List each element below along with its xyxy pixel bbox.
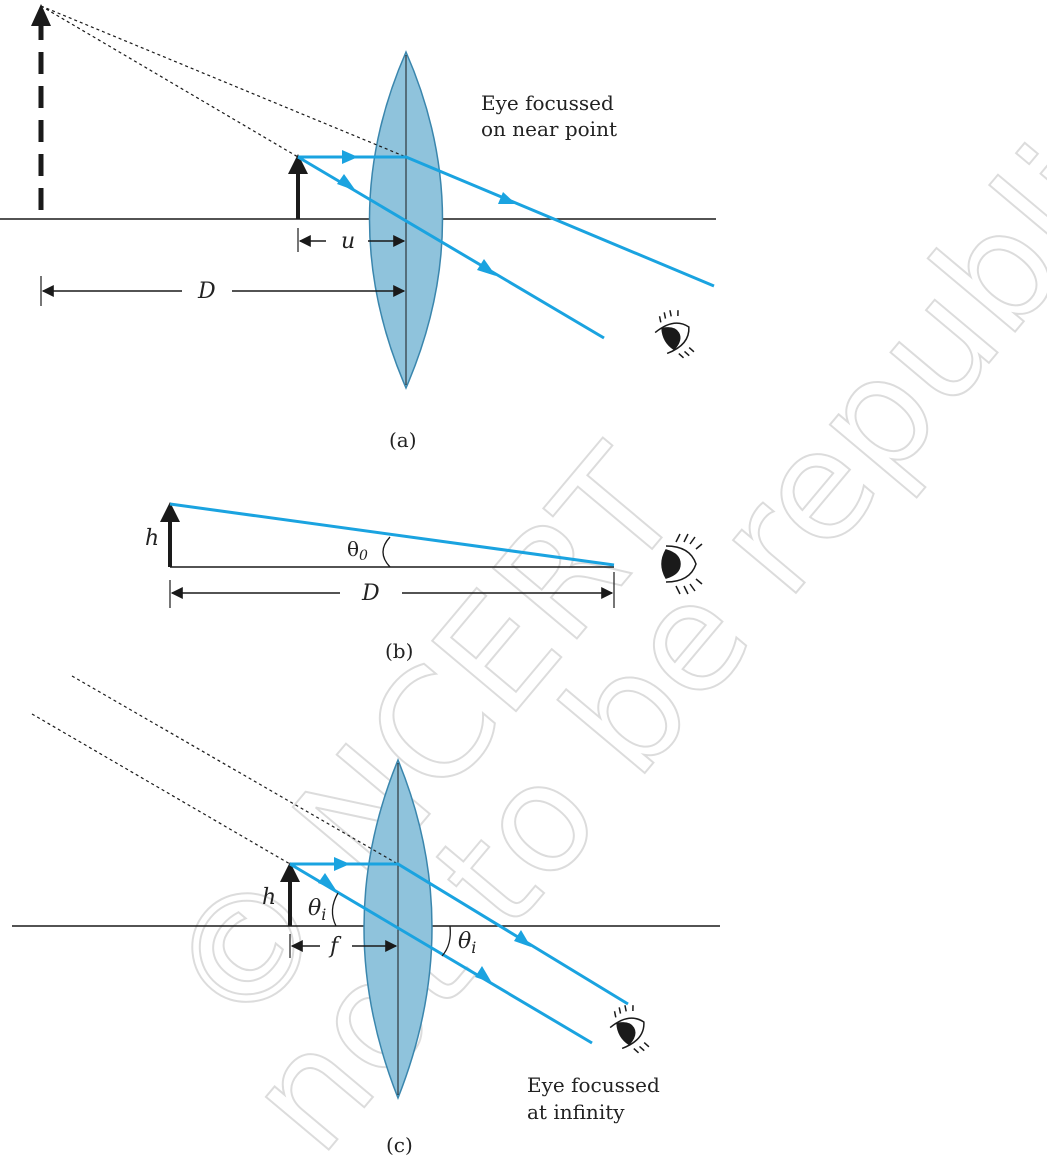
h-label-c: h [262, 885, 276, 910]
theta-base-b: θ [347, 537, 359, 561]
D-label-b: D [361, 581, 380, 606]
theta-label-c1: θi [308, 896, 326, 924]
u-label: u [341, 229, 355, 254]
dotted-line-a1 [40, 5, 407, 158]
panel-c: h θi θi f Eye focussed at infinity (c) [12, 675, 720, 1157]
ray-center-c [289, 862, 593, 1045]
angle-arc-b [382, 536, 391, 568]
object-arrowhead-c [280, 862, 300, 882]
panel-a: u D Eye focussed on near point (a) [0, 4, 716, 452]
eye-label-c-line1: Eye focussed [527, 1073, 660, 1097]
dotted-line-a2 [40, 5, 299, 158]
eye-icon [661, 533, 703, 595]
ray-parallel-a [298, 155, 715, 288]
ray-arrow-a2 [337, 174, 356, 191]
D-label-a: D [197, 279, 216, 304]
ray-arrow-a4 [477, 259, 496, 276]
theta-sub-c1: i [321, 905, 326, 924]
caption-c: (c) [386, 1133, 413, 1157]
ray-arrow-c4 [475, 966, 492, 983]
eye-icon [654, 310, 695, 359]
dotted-line-c1 [71, 675, 399, 865]
caption-a: (a) [389, 428, 417, 452]
watermark-line2: not to be republished [214, 0, 1047, 1172]
eye-label-c-line2: at infinity [527, 1100, 625, 1124]
object-arrowhead-a [288, 154, 308, 174]
ray-arrow-c3 [514, 930, 531, 947]
ray-arrow-c2 [318, 873, 336, 890]
angle-arc-c1 [331, 892, 339, 927]
theta-base-c2: θ [458, 929, 471, 954]
ray-b [169, 502, 615, 567]
eye-label-a-line2: on near point [481, 117, 617, 141]
ray-arrow-c1 [334, 857, 350, 871]
watermark: © NCERT not to be republished [133, 0, 1047, 1172]
theta-label-b: θ0 [347, 537, 368, 564]
theta-base-c1: θ [308, 896, 321, 921]
h-label-b: h [145, 526, 159, 551]
object-arrowhead-b [160, 502, 180, 522]
panel-b: h θ0 D (b) [145, 502, 703, 663]
ray-arrow-a1 [342, 150, 358, 164]
eye-label-a-line1: Eye focussed [481, 91, 614, 115]
theta-label-c2: θi [458, 929, 476, 957]
angle-arc-c2 [441, 925, 451, 957]
theta-sub-b: 0 [359, 548, 368, 564]
ray-arrow-a3 [498, 192, 516, 204]
eye-icon [609, 1005, 650, 1054]
caption-b: (b) [385, 639, 413, 663]
theta-sub-c2: i [471, 938, 476, 957]
virtual-image-arrowhead-a [31, 4, 51, 26]
ray-parallel-c [290, 862, 629, 1006]
dotted-line-c2 [31, 713, 291, 865]
